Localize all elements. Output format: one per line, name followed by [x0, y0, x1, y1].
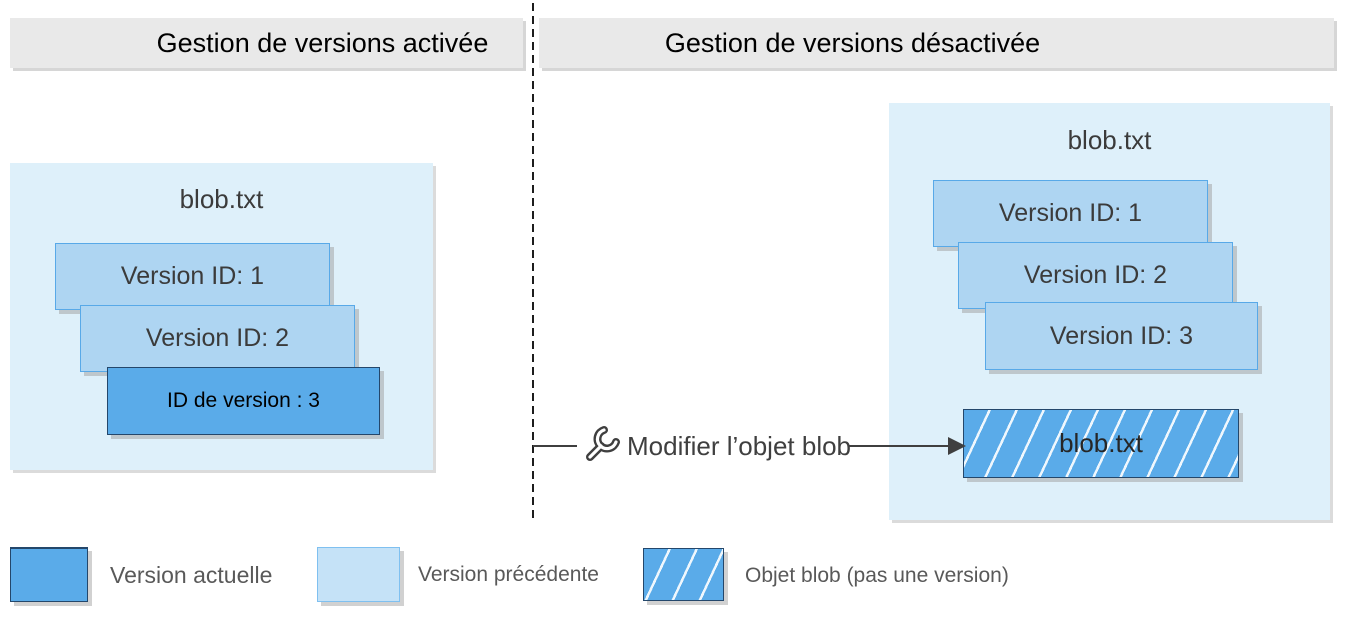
header-versioning-enabled: Gestion de versions activée	[10, 18, 523, 68]
blob-object-label: blob.txt	[1059, 428, 1143, 458]
version-box-2-label: Version ID: 2	[145, 324, 290, 352]
legend-swatch-previous-version	[317, 547, 400, 602]
legend-swatch-blob-object	[643, 548, 724, 601]
modify-blob-label: Modifier l’objet blob	[627, 431, 852, 461]
version-box-1-label: Version ID: 1	[120, 262, 265, 290]
wrench-icon	[586, 426, 620, 461]
version-box-3: Version ID: 3	[985, 302, 1258, 370]
version-box-1: Version ID: 1	[55, 243, 330, 310]
version-box-2: Version ID: 2	[958, 242, 1233, 309]
current-version-box-label: ID de version : 3	[167, 389, 320, 412]
legend-label-blob-object: Objet blob (pas une version)	[745, 564, 1009, 587]
header-versioning-disabled-label: Gestion de versions désactivée	[664, 27, 1041, 58]
blob-container-versioned: blob.txt Version ID: 1 Version ID: 2 ID …	[10, 163, 433, 470]
blob-object-box: blob.txt	[963, 409, 1239, 478]
version-box-2: Version ID: 2	[80, 305, 355, 372]
blob-title: blob.txt	[179, 184, 264, 214]
blob-container-unversioned: blob.txt Version ID: 1 Version ID: 2 Ver…	[889, 103, 1330, 520]
legend-label-current-version: Version actuelle	[110, 562, 273, 588]
current-version-box: ID de version : 3	[107, 367, 380, 435]
blob-title: blob.txt	[1067, 125, 1152, 155]
version-box-3-label: Version ID: 3	[1049, 321, 1194, 350]
version-box-2-label: Version ID: 2	[1023, 261, 1168, 289]
dashed-divider	[532, 3, 534, 520]
arrow-line	[848, 445, 950, 447]
header-versioning-disabled: Gestion de versions désactivée	[539, 18, 1334, 68]
arrow-head-icon	[948, 437, 966, 455]
legend-swatch-current-version	[10, 547, 88, 602]
header-versioning-enabled-label: Gestion de versions activée	[156, 27, 489, 58]
version-box-1: Version ID: 1	[933, 180, 1208, 247]
version-box-1-label: Version ID: 1	[998, 199, 1143, 227]
divider-connector-line	[533, 445, 577, 447]
legend-label-previous-version: Version précédente	[418, 563, 599, 586]
